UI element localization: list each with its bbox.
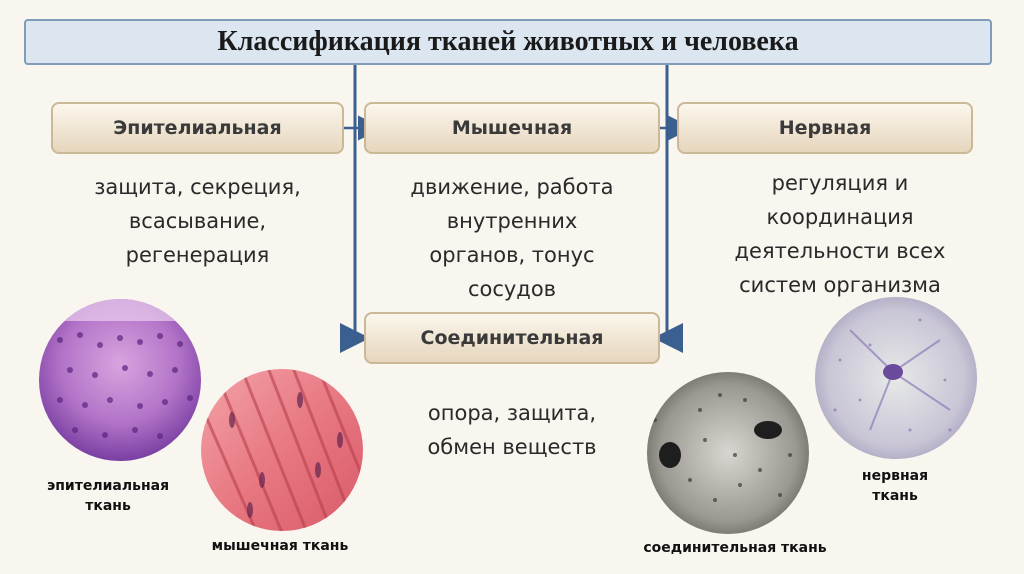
caption-nervous: нервная ткань	[840, 466, 950, 506]
caption-epithelial: эпителиальная ткань	[28, 476, 188, 516]
epithelial-tissue-image	[39, 299, 201, 461]
caption-line: ткань	[28, 496, 188, 516]
nervous-tissue-image	[815, 297, 977, 459]
caption-muscle: мышечная ткань	[190, 536, 370, 556]
caption-line: эпителиальная	[28, 476, 188, 496]
connective-tissue-image	[647, 372, 809, 534]
muscle-tissue-image	[190, 360, 380, 540]
caption-line: ткань	[840, 486, 950, 506]
caption-line: нервная	[840, 466, 950, 486]
caption-connective: соединительная ткань	[620, 538, 850, 558]
